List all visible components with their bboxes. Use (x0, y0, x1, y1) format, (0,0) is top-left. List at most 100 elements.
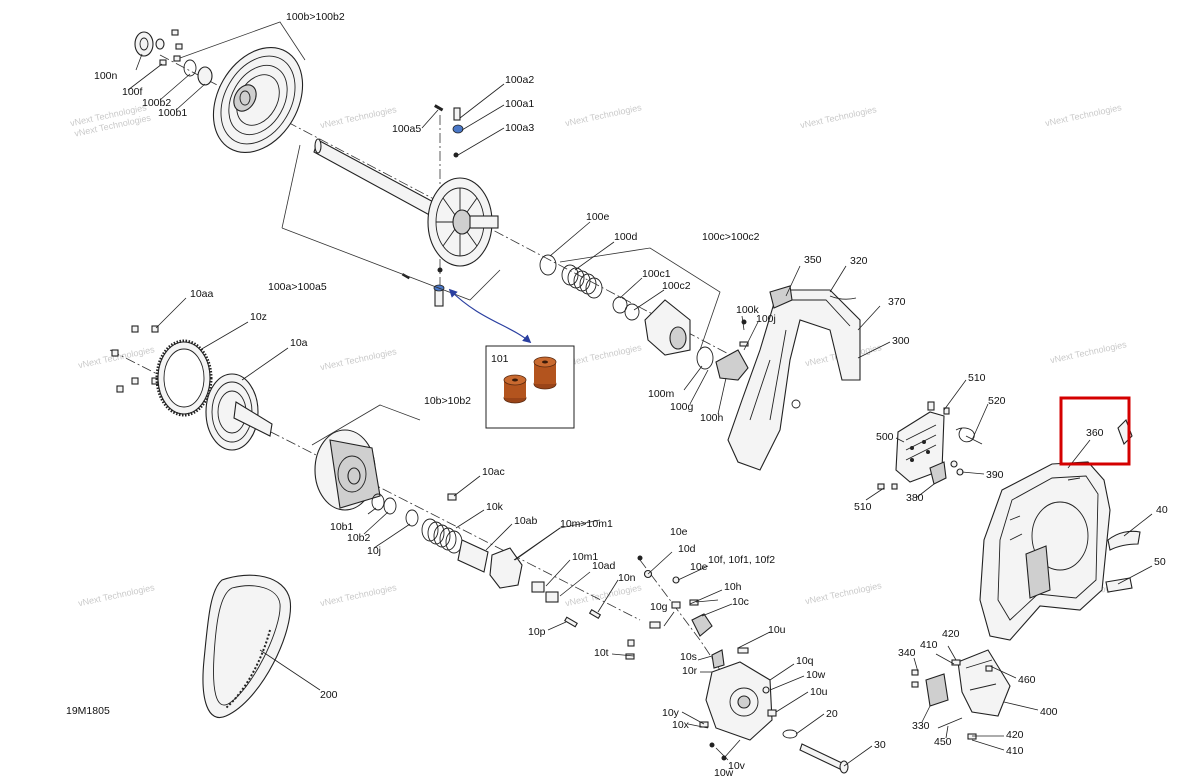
callout-10u[interactable]: 10u (810, 686, 828, 698)
callout-380[interactable]: 380 (906, 492, 924, 504)
callout-390[interactable]: 390 (986, 469, 1004, 481)
callout-20[interactable]: 20 (826, 708, 838, 720)
callout-10ad[interactable]: 10ad (592, 560, 616, 572)
callout-420-top[interactable]: 420 (942, 628, 960, 640)
callout-100a-100a5[interactable]: 100a>100a5 (268, 281, 327, 293)
callout-400[interactable]: 400 (1040, 706, 1058, 718)
bolts-100a (401, 104, 464, 307)
callout-100g[interactable]: 100g (670, 401, 694, 413)
callout-10f-group[interactable]: 10f, 10f1, 10f2 (708, 554, 775, 566)
screw-10p (564, 616, 578, 628)
callout-410[interactable]: 410 (1006, 745, 1024, 757)
callout-410-top[interactable]: 410 (920, 639, 938, 651)
callout-10x[interactable]: 10x (672, 719, 690, 731)
callout-100d[interactable]: 100d (614, 231, 638, 243)
detail-arrow (448, 288, 532, 344)
callout-460[interactable]: 460 (1018, 674, 1036, 686)
callout-510[interactable]: 510 (854, 501, 872, 513)
callout-10h[interactable]: 10h (724, 581, 742, 593)
bolt-10ac (447, 493, 457, 501)
callout-10z[interactable]: 10z (250, 311, 267, 323)
callout-10m-10m1[interactable]: 10m>10m1 (560, 518, 613, 530)
group-bracket-10b (311, 404, 421, 446)
callout-10b1[interactable]: 10b1 (330, 521, 354, 533)
callout-100a1[interactable]: 100a1 (505, 98, 534, 110)
decal-40 (1107, 530, 1141, 551)
callout-10j[interactable]: 10j (367, 545, 381, 557)
callout-100f[interactable]: 100f (122, 86, 143, 98)
callout-370[interactable]: 370 (888, 296, 906, 308)
callout-10e[interactable]: 10e (690, 561, 708, 573)
callout-10r[interactable]: 10r (682, 665, 698, 677)
callout-520[interactable]: 520 (988, 395, 1006, 407)
callout-10d[interactable]: 10d (678, 543, 696, 555)
callout-510-top[interactable]: 510 (968, 372, 986, 384)
callout-100b2[interactable]: 100b2 (142, 97, 171, 109)
callout-100e[interactable]: 100e (586, 211, 610, 223)
callout-100n[interactable]: 100n (94, 70, 118, 82)
callout-100b-100b2[interactable]: 100b>100b2 (286, 11, 345, 23)
callout-10w[interactable]: 10w (714, 767, 734, 778)
callout-100a3[interactable]: 100a3 (505, 122, 534, 134)
guard-400 (911, 649, 1011, 740)
callout-10ac[interactable]: 10ac (482, 466, 505, 478)
callout-100a2[interactable]: 100a2 (505, 74, 534, 86)
sheave-10a (205, 373, 273, 451)
ring-100b2 (183, 59, 197, 77)
callout-30[interactable]: 30 (874, 739, 886, 751)
callout-360[interactable]: 360 (1086, 427, 1104, 439)
callout-10w-top[interactable]: 10w (806, 669, 826, 681)
callout-10c[interactable]: 10c (732, 596, 749, 608)
watermark: vNext Technologies (564, 582, 643, 608)
callout-10e-top[interactable]: 10e (670, 526, 688, 538)
washer-100g (696, 346, 714, 370)
callout-10b-10b2[interactable]: 10b>10b2 (424, 395, 471, 407)
small-fasteners (625, 555, 749, 660)
callout-320[interactable]: 320 (850, 255, 868, 267)
watermark: vNext Technologies (77, 344, 156, 370)
callout-100a5[interactable]: 100a5 (392, 123, 421, 135)
callout-10a[interactable]: 10a (290, 337, 308, 349)
callout-330[interactable]: 330 (912, 720, 930, 732)
washer-10j (405, 509, 419, 527)
callout-350[interactable]: 350 (804, 254, 822, 266)
callout-10q[interactable]: 10q (796, 655, 814, 667)
ring-10b1 (371, 493, 385, 511)
callout-10k[interactable]: 10k (486, 501, 504, 513)
sheave-100a (427, 177, 499, 267)
callout-10n[interactable]: 10n (618, 572, 636, 584)
watermark: vNext Technologies (564, 342, 643, 368)
callout-100c-100c2[interactable]: 100c>100c2 (702, 231, 760, 243)
callout-10b2[interactable]: 10b2 (347, 532, 371, 544)
callout-200[interactable]: 200 (320, 689, 338, 701)
callout-10m1[interactable]: 10m1 (572, 551, 598, 563)
callout-100h[interactable]: 100h (700, 412, 724, 424)
callout-100c2[interactable]: 100c2 (662, 280, 691, 292)
callout-500[interactable]: 500 (876, 431, 894, 443)
callout-300[interactable]: 300 (892, 335, 910, 347)
callout-10y[interactable]: 10y (662, 707, 680, 719)
callout-100k[interactable]: 100k (736, 304, 760, 316)
callout-10u-top[interactable]: 10u (768, 624, 786, 636)
bearing-100n (134, 31, 154, 57)
callout-50[interactable]: 50 (1154, 556, 1166, 568)
callout-10t[interactable]: 10t (594, 647, 609, 659)
callout-40[interactable]: 40 (1156, 504, 1168, 516)
callout-10g[interactable]: 10g (650, 601, 668, 613)
callout-420[interactable]: 420 (1006, 729, 1024, 741)
callout-340[interactable]: 340 (898, 647, 916, 659)
callout-100c1[interactable]: 100c1 (642, 268, 671, 280)
callout-10p[interactable]: 10p (528, 626, 546, 638)
belt-200 (202, 574, 292, 719)
callout-100j[interactable]: 100j (756, 313, 776, 325)
callout-101[interactable]: 101 (491, 353, 509, 365)
gear-housing (705, 649, 773, 741)
callout-100b1[interactable]: 100b1 (158, 107, 187, 119)
callout-10ab[interactable]: 10ab (514, 515, 538, 527)
callout-10v[interactable]: 10v (728, 760, 746, 772)
callout-100m[interactable]: 100m (648, 388, 675, 400)
cover-360-400 (979, 461, 1111, 641)
callout-10aa[interactable]: 10aa (190, 288, 214, 300)
callout-450[interactable]: 450 (934, 736, 952, 748)
callout-10s[interactable]: 10s (680, 651, 697, 663)
